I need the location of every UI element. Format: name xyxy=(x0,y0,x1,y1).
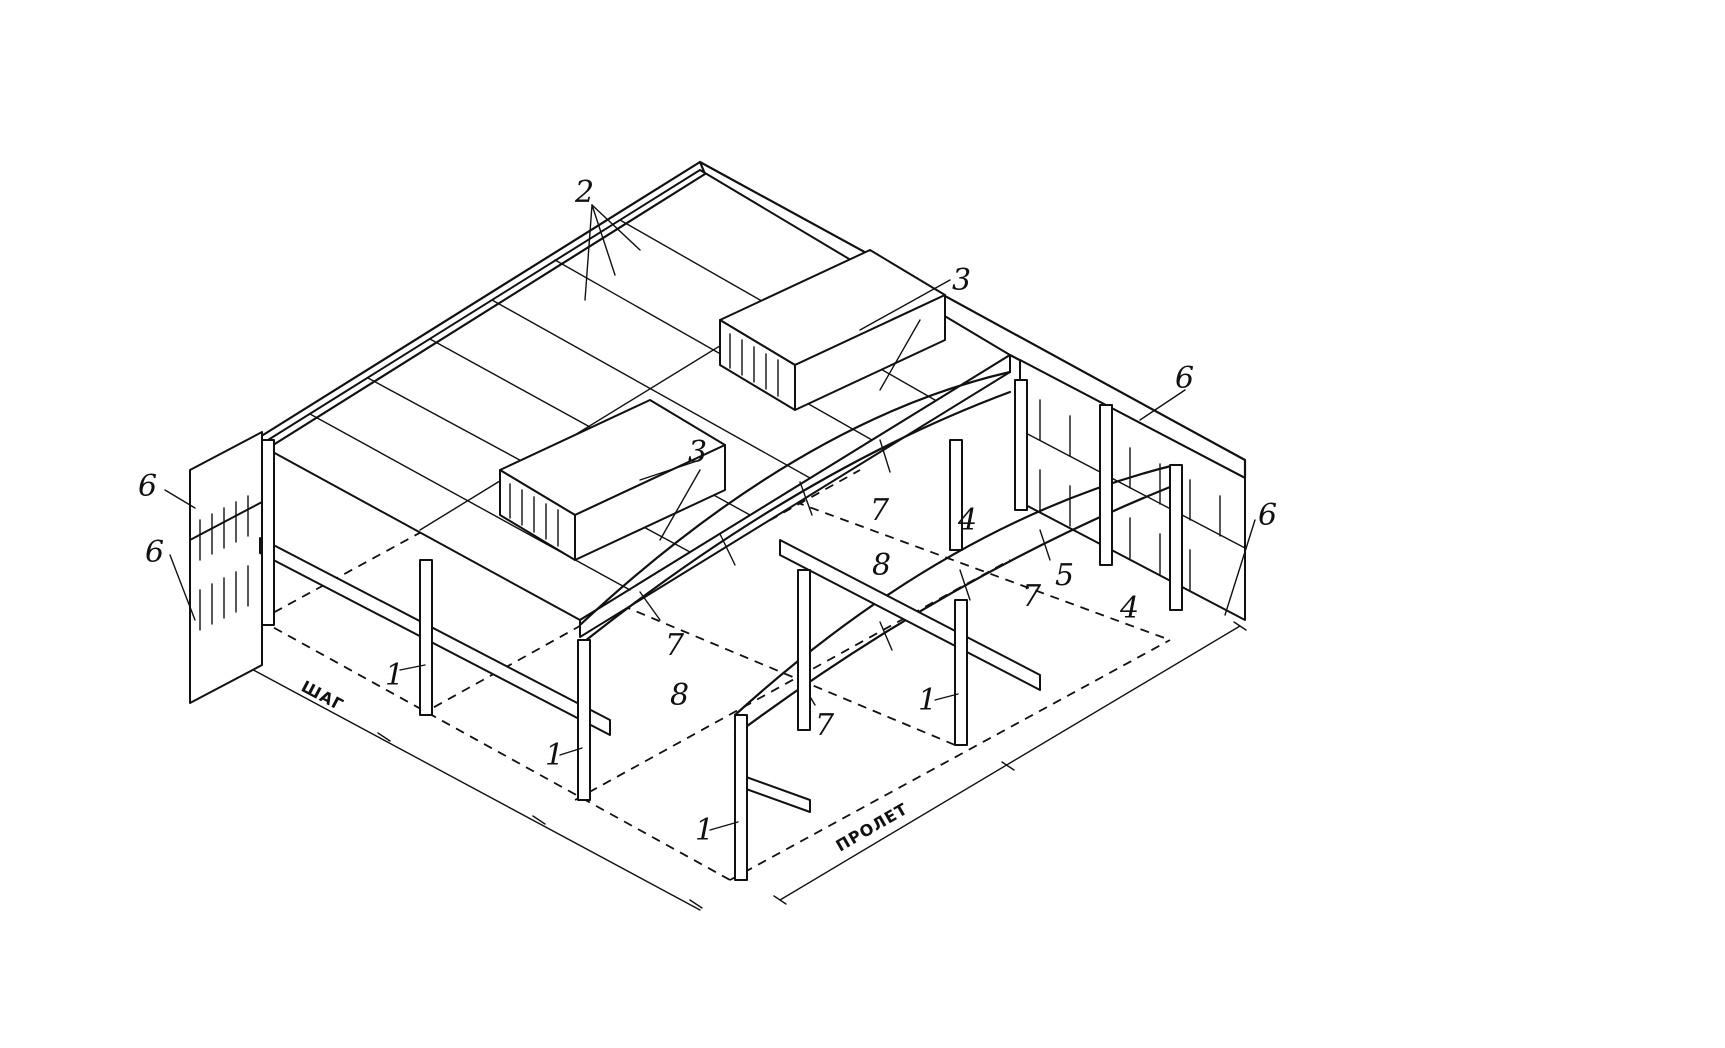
dimension-labels: ШАГ ПРОЛЕТ xyxy=(298,677,911,856)
callout-8-b: 8 xyxy=(670,678,689,713)
callout-8-a: 8 xyxy=(872,548,891,583)
callout-1-c: 1 xyxy=(918,683,937,718)
callout-7-a: 7 xyxy=(870,493,890,528)
callout-1-b: 1 xyxy=(545,738,564,773)
columns xyxy=(261,379,1183,881)
crane-beam-right xyxy=(734,539,1041,813)
callout-7-d: 7 xyxy=(815,708,835,743)
callout-3-rear: 3 xyxy=(952,263,971,298)
callout-7-c: 7 xyxy=(1022,579,1042,614)
roof-truss-front xyxy=(578,370,1012,647)
span-dimension-label: ПРОЛЕТ xyxy=(833,799,912,855)
callout-4-b: 4 xyxy=(1119,591,1139,626)
callout-4-a: 4 xyxy=(957,503,977,538)
dimension-lines xyxy=(214,621,1247,911)
callout-5: 5 xyxy=(1055,558,1074,593)
step-dimension-label: ШАГ xyxy=(298,677,347,715)
callout-3-front: 3 xyxy=(688,435,707,470)
crane-beam-left xyxy=(259,537,611,736)
leader-lines xyxy=(164,204,1256,831)
callout-6-right-top: 6 xyxy=(1175,361,1194,396)
roof-truss-rear xyxy=(733,463,1177,737)
skylight-lantern-front xyxy=(499,399,726,561)
callout-1-d: 1 xyxy=(695,813,714,848)
left-wall-panels xyxy=(189,431,263,704)
callout-1-a: 1 xyxy=(385,658,404,693)
callout-6-left-top: 6 xyxy=(138,469,157,504)
callout-labels: 2 3 3 6 6 6 6 7 7 7 7 4 4 5 8 8 1 1 1 1 xyxy=(138,175,1277,848)
callout-7-b: 7 xyxy=(665,628,685,663)
callout-2: 2 xyxy=(574,175,594,210)
skylight-lantern-rear xyxy=(719,249,946,411)
callout-6-left-bottom: 6 xyxy=(145,535,164,570)
callout-6-right-bottom: 6 xyxy=(1258,498,1277,533)
